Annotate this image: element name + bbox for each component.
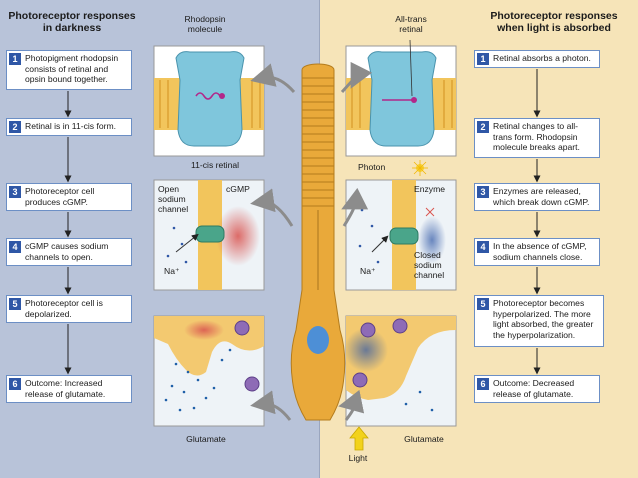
left-step-1-text: Photopigment rhodopsin consists of retin… — [25, 53, 119, 84]
right-step-6: 6 Outcome: Decreased release of glutamat… — [474, 375, 600, 403]
left-step-5: 5 Photoreceptor cell is depolarized. — [6, 295, 132, 323]
label-glutamate-left: Glutamate — [186, 434, 226, 444]
right-step-3: 3 Enzymes are released, which break down… — [474, 183, 600, 211]
left-step-5-number: 5 — [9, 298, 21, 310]
left-step-2-text: Retinal is in 11-cis form. — [25, 121, 117, 131]
right-step-5-text: Photoreceptor becomes hyperpolarized. Th… — [493, 298, 594, 340]
connector-arrows — [250, 61, 373, 421]
label-cgmp: cGMP — [226, 184, 250, 194]
label-glutamate-right: Glutamate — [404, 434, 444, 444]
left-step-5-text: Photoreceptor cell is depolarized. — [25, 298, 103, 319]
label-na-right: Na⁺ — [360, 266, 376, 276]
right-step-4-number: 4 — [477, 241, 489, 253]
label-enzyme: Enzyme — [414, 184, 446, 194]
right-column-title: Photoreceptor responses when light is ab… — [490, 10, 618, 34]
rod-cell — [290, 63, 346, 421]
right-step-1-text: Retinal absorbs a photon. — [493, 53, 591, 63]
right-step-1-number: 1 — [477, 53, 489, 65]
right-step-3-number: 3 — [477, 186, 489, 198]
right-step-6-text: Outcome: Decreased release of glutamate. — [493, 378, 575, 399]
left-step-2-number: 2 — [9, 121, 21, 133]
label-rhodopsin-molecule: Rhodopsin molecule — [184, 14, 226, 34]
label-all-trans-retinal: All-trans retinal — [395, 14, 427, 34]
right-step-2: 2 Retinal changes to all-trans form. Rho… — [474, 118, 600, 158]
right-step-6-number: 6 — [477, 378, 489, 390]
label-11-cis-retinal: 11-cis retinal — [190, 160, 240, 170]
left-step-3-text: Photoreceptor cell produces cGMP. — [25, 186, 95, 207]
left-column-title: Photoreceptor responses in darkness — [8, 10, 136, 34]
right-step-2-number: 2 — [477, 121, 489, 133]
left-step-6: 6 Outcome: Increased release of glutamat… — [6, 375, 132, 403]
right-step-3-text: Enzymes are released, which break down c… — [493, 186, 590, 207]
left-step-1: 1 Photopigment rhodopsin consists of ret… — [6, 50, 132, 90]
light-arrow — [349, 426, 369, 451]
label-photon: Photon — [358, 162, 386, 172]
rhodopsin-dark-panel — [153, 45, 265, 157]
synapse-light-panel — [344, 315, 457, 427]
rhodopsin-light-panel — [345, 39, 457, 176]
label-na-left: Na⁺ — [164, 266, 180, 276]
left-step-3: 3 Photoreceptor cell produces cGMP. — [6, 183, 132, 211]
channel-open-panel — [153, 179, 265, 291]
left-step-6-number: 6 — [9, 378, 21, 390]
left-step-1-number: 1 — [9, 53, 21, 65]
right-step-1: 1 Retinal absorbs a photon. — [474, 50, 600, 68]
left-step-2: 2 Retinal is in 11-cis form. — [6, 118, 132, 136]
label-closed-sodium-channel: Closed sodium channel — [414, 250, 445, 280]
right-step-4-text: In the absence of cGMP, sodium channels … — [493, 241, 587, 262]
left-step-6-text: Outcome: Increased release of glutamate. — [25, 378, 106, 399]
synapse-dark-panel — [153, 315, 265, 427]
right-step-4: 4 In the absence of cGMP, sodium channel… — [474, 238, 600, 266]
left-step-4-text: cGMP causes sodium channels to open. — [25, 241, 109, 262]
right-step-2-text: Retinal changes to all-trans form. Rhodo… — [493, 121, 580, 152]
left-step-4: 4 cGMP causes sodium channels to open. — [6, 238, 132, 266]
label-open-sodium-channel: Open sodium channel — [158, 184, 189, 214]
right-step-5: 5 Photoreceptor becomes hyperpolarized. … — [474, 295, 604, 347]
left-step-3-number: 3 — [9, 186, 21, 198]
label-light: Light — [348, 453, 368, 463]
left-step-4-number: 4 — [9, 241, 21, 253]
right-step-5-number: 5 — [477, 298, 489, 310]
